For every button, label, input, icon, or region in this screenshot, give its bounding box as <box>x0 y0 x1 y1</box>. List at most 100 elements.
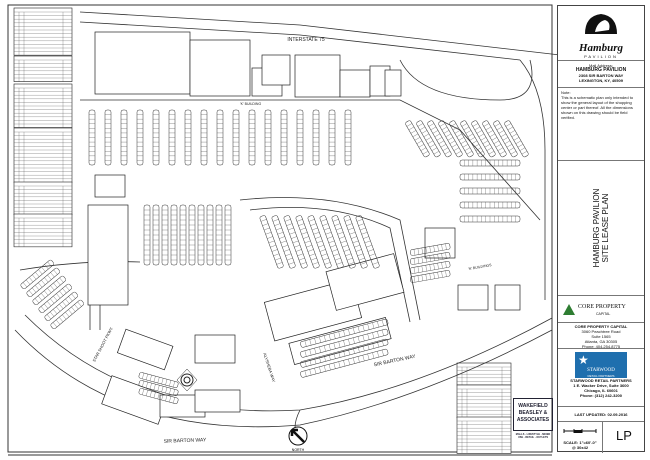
parking-row <box>143 204 151 266</box>
starwood-addr1: STARWOOD RETAIL PARTNERS <box>570 378 632 383</box>
building-k2 <box>261 54 291 86</box>
n-buildings-label: 'N' BUILDINGS <box>468 263 493 271</box>
scale-section: SCALE: 1"=60'-0" @ 30x42 LP <box>558 422 644 453</box>
building-s-1 <box>194 334 236 364</box>
parking-row <box>138 380 179 396</box>
core-name: CORE PROPERTY <box>578 304 626 310</box>
core-addr1: CORE PROPERTY CAPITAL <box>574 324 628 329</box>
parking-row <box>104 109 112 166</box>
sheet-title-line2: SITE LEASE PLAN <box>601 193 610 263</box>
parking-row <box>170 204 178 266</box>
parking-row <box>197 204 205 266</box>
last-updated-section: LAST UPDATED: 02.09.2016 <box>558 407 644 422</box>
building-center-row <box>288 317 392 365</box>
note-label: Note: <box>561 90 571 95</box>
parking-row <box>136 109 144 166</box>
mail-city: LEXINGTON, KY, 40509 <box>579 78 623 83</box>
parking-areas <box>20 109 529 404</box>
parking-row <box>300 318 389 348</box>
sheet-number: LP <box>616 428 632 443</box>
core-property-logo: CORE PROPERTY CAPITAL <box>558 296 644 323</box>
logo-section: Hamburg PAVILION <box>558 6 644 61</box>
parking-row <box>152 204 160 266</box>
tenant-tables-left <box>13 7 73 248</box>
star-icon: ★ <box>578 353 589 367</box>
interstate-label: INTERSTATE 75 <box>287 37 325 43</box>
building-center-2 <box>325 253 405 311</box>
core-addr3: Suite 1565 <box>591 334 611 339</box>
logo-sub: PAVILION <box>584 54 618 59</box>
pond-outline <box>399 59 533 101</box>
parking-row <box>449 120 474 158</box>
parking-row <box>300 338 389 368</box>
core-addr4: Atlanta, GA 30305 <box>584 339 618 344</box>
tenant-table <box>13 55 73 82</box>
sheet-title: HAMBURG PAVILION SITE LEASE PLAN <box>592 189 610 268</box>
building-k4 <box>339 69 371 98</box>
building-west-2 <box>87 204 129 306</box>
last-updated: LAST UPDATED: 02.09.2016 <box>574 412 628 417</box>
parking-row <box>300 328 389 358</box>
parking-row <box>460 120 485 158</box>
starwood-logo: ★ STARWOOD RETAIL PARTNERS <box>575 352 627 378</box>
parking-row <box>410 252 451 265</box>
tenant-table <box>456 362 512 386</box>
parking-row <box>344 109 352 166</box>
ring-road <box>239 197 421 323</box>
parking-row <box>283 215 308 269</box>
tenant-table <box>13 127 73 183</box>
building-k6 <box>384 69 402 97</box>
parking-row <box>405 120 430 158</box>
tenant-tables-bottom <box>456 362 512 454</box>
parking-row <box>216 109 224 166</box>
starwood-addr4: Phone: (312) 242-3200 <box>579 393 623 398</box>
parking-row <box>482 120 507 158</box>
east-edge <box>519 59 546 300</box>
building-k3 <box>294 54 341 98</box>
parking-row <box>295 215 320 269</box>
star-shoot-pkwy-label: STAR SHOOT PKWY. <box>91 326 114 363</box>
mail-name: HAMBURG PAVILION <box>575 67 627 73</box>
parking-row <box>259 215 284 269</box>
parking-row <box>416 120 441 158</box>
mail-address-label: Mail Address: <box>588 63 613 68</box>
parking-row <box>410 261 451 274</box>
broker-line2: BEASLEY & <box>518 410 548 416</box>
sheet-title-section: HAMBURG PAVILION SITE LEASE PLAN <box>558 161 644 296</box>
core-sub: CAPITAL <box>596 312 611 316</box>
mail-street: 2308 SIR BARTON WAY <box>578 73 624 78</box>
parking-row <box>88 109 96 166</box>
building-sw-1 <box>116 328 174 371</box>
parking-row <box>307 215 332 269</box>
logo-name: Hamburg <box>578 42 623 54</box>
tenant-table <box>13 213 73 248</box>
parking-row <box>331 215 356 269</box>
parking-row <box>26 267 60 298</box>
parking-row <box>312 109 320 166</box>
broker-tagline: MALLS · LIFESTYLE · MIXED USE · RETAIL ·… <box>515 433 551 439</box>
parking-row <box>32 275 66 306</box>
parking-row <box>280 109 288 166</box>
parking-row <box>459 159 521 167</box>
horse-logo-icon <box>585 14 617 34</box>
scale-bar-icon <box>563 429 597 433</box>
drawing-frame <box>7 4 553 453</box>
k-building-label: 'K' BUILDING <box>240 102 261 106</box>
starwood-name: STARWOOD <box>587 368 615 373</box>
parking-row <box>138 388 179 404</box>
parking-row <box>224 204 232 266</box>
building-east-3 <box>494 284 521 311</box>
sir-barton-way-lower-label: SIR BARTON WAY <box>164 437 207 445</box>
parking-row <box>20 259 54 290</box>
north-arrow-icon <box>288 426 308 446</box>
scale-box: SCALE: 1"=60'-0" @ 30x42 <box>558 422 603 453</box>
parking-row <box>459 173 521 181</box>
parking-row <box>38 283 72 314</box>
parking-row <box>300 348 389 378</box>
building-anchor-2 <box>189 39 251 97</box>
broker-line1: WAKEFIELD <box>518 403 548 409</box>
center-monument-icon <box>176 368 198 392</box>
north-label: NORTH <box>292 448 305 452</box>
parking-row <box>459 187 521 195</box>
